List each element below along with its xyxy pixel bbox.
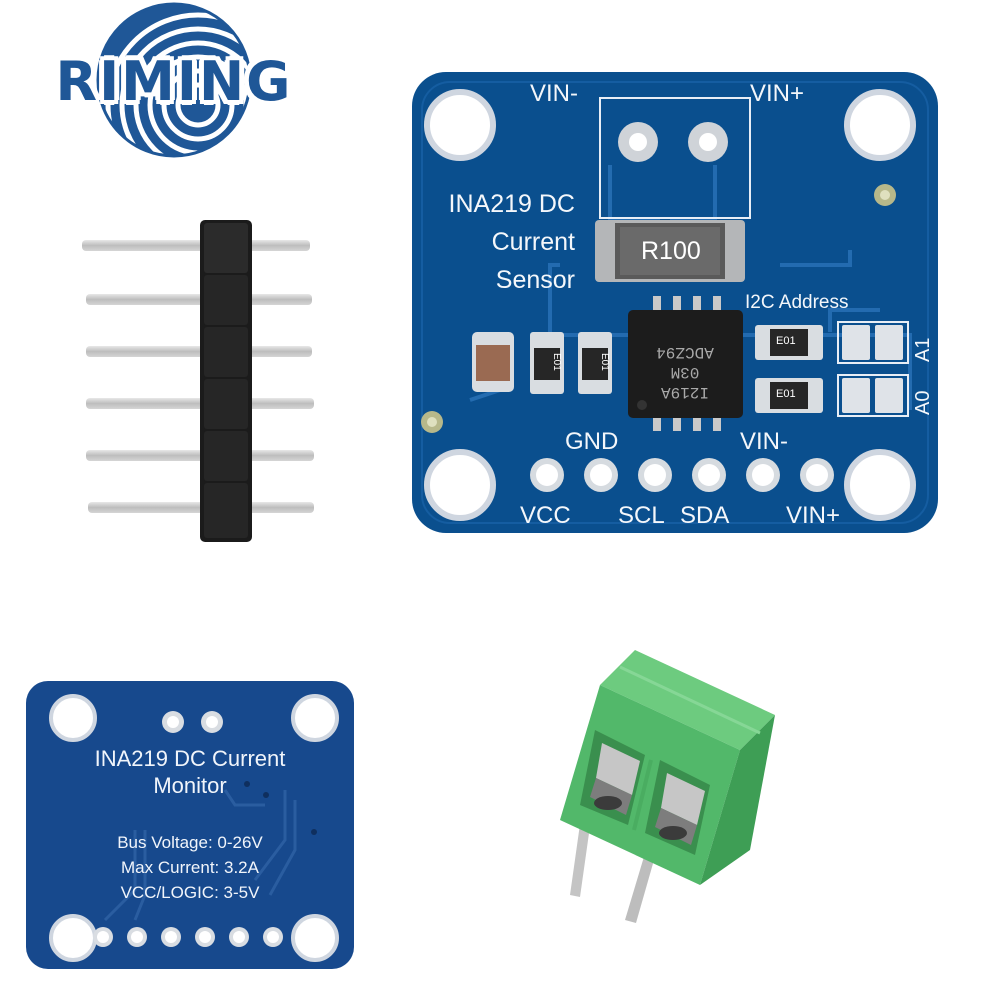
- spec-bus-voltage: Bus Voltage: 0-26V: [117, 833, 263, 852]
- addr-resistor-mark-1: E01: [776, 335, 796, 347]
- resistor-mark-1: E01: [551, 353, 562, 371]
- logo-text: RIMING: [55, 50, 293, 113]
- front-board-title: INA219 DC Current Sensor: [448, 190, 575, 294]
- ina219-back-board: INA219 DC Current Monitor Bus Voltage: 0…: [25, 680, 355, 970]
- resistor-mark-2: E01: [599, 353, 610, 371]
- ina219-front-board: INA219 DC Current Sensor VIN- VIN+ R100 …: [410, 70, 940, 535]
- screw-terminal-block: [550, 645, 780, 925]
- back-board-graphic: [26, 681, 354, 969]
- addr-resistor-mark-2: E01: [776, 388, 796, 400]
- pin-label-vcc: VCC: [520, 502, 571, 529]
- pin-label-scl: SCL: [618, 502, 665, 529]
- riming-logo: RIMING: [48, 0, 300, 160]
- spec-max-current: Max Current: 3.2A: [121, 858, 259, 877]
- pin-label-vin-minus: VIN-: [740, 428, 788, 455]
- back-title-line-1: INA219 DC Current: [94, 746, 286, 771]
- i2c-address-label: I2C Address: [745, 292, 849, 313]
- pin-header-graphic: [82, 220, 314, 542]
- header-pins: [82, 240, 314, 513]
- back-title-line-2: Monitor: [153, 773, 227, 798]
- pin-label-gnd: GND: [565, 428, 619, 455]
- pin-label-vin-plus: VIN+: [786, 502, 841, 529]
- front-board-graphic: [412, 72, 938, 533]
- back-header-pads: [93, 927, 283, 947]
- header-plastic: [200, 220, 252, 542]
- pin-label-sda: SDA: [680, 502, 730, 529]
- label-a0: A0: [912, 390, 934, 415]
- terminal-block-graphic: [560, 650, 775, 923]
- shunt-resistor-label: R100: [641, 237, 701, 265]
- label-a1: A1: [912, 337, 934, 362]
- front-header-pads: [530, 458, 834, 492]
- front-mount-holes: [424, 89, 916, 521]
- label-vin-minus-top: VIN-: [530, 80, 578, 107]
- pin-header: [80, 215, 320, 545]
- chip-marking: I219A 03M ADCZ94: [656, 343, 714, 401]
- logo-emblem-icon: [96, 2, 252, 158]
- label-vin-plus-top: VIN+: [750, 80, 805, 107]
- spec-vcc-logic: VCC/LOGIC: 3-5V: [120, 883, 260, 902]
- back-mount-holes: [49, 694, 339, 962]
